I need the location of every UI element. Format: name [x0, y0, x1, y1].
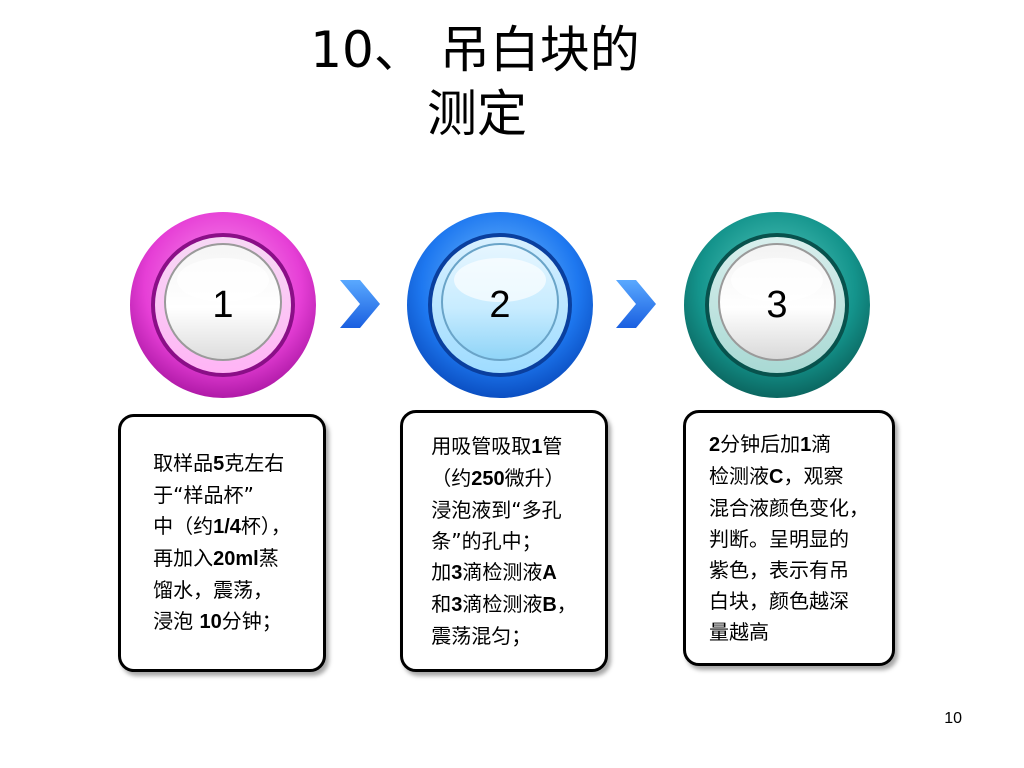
- step-card-3: 2分钟后加1滴检测液C，观察混合液颜色变化，判断。呈明显的紫色，表示有吊白块，颜…: [683, 410, 895, 666]
- step-ring-icon: [684, 212, 870, 398]
- step-card-text-run: B: [542, 593, 557, 616]
- step-card-line: 白块，颜色越深: [709, 586, 869, 617]
- step-number: 3: [766, 284, 788, 326]
- step-card-text-run: （约: [431, 465, 472, 490]
- step-card-line: 再加入20ml蒸: [153, 543, 291, 575]
- step-number: 2: [489, 284, 511, 326]
- step-card-text-run: 分钟后加: [720, 431, 801, 456]
- chevron-right-icon: [612, 276, 660, 332]
- step-card-text-run: 5: [213, 453, 225, 475]
- step-card-text-run: 用吸管吸取: [431, 433, 532, 458]
- step-card-text-run: 混合液颜色变化，: [709, 495, 869, 520]
- step-card-text-run: 滴检测液: [462, 559, 543, 584]
- step-card-text-run: 滴: [811, 431, 832, 456]
- step-card-text-run: 1: [800, 433, 812, 456]
- step-card-text-run: 浸泡液到“多孔: [431, 497, 562, 522]
- step-card-text-run: 20ml: [213, 548, 259, 570]
- step-card-text-run: ，观察: [783, 463, 844, 488]
- step-card-line: 用吸管吸取1管: [431, 431, 577, 463]
- step-ring-icon: [130, 212, 316, 398]
- step-card-text-run: 白块，颜色越深: [709, 588, 849, 613]
- page-number: 10: [944, 710, 962, 727]
- step-card-text-run: 浸泡: [153, 609, 200, 633]
- step-card-text-run: 10: [199, 611, 222, 633]
- step-card-line: 于“样品杯”: [153, 480, 291, 511]
- step-card-text-run: 检测液: [709, 463, 769, 488]
- step-number: 1: [212, 284, 234, 326]
- step-card-text-run: 3: [451, 561, 463, 584]
- step-card-text-run: A: [542, 561, 557, 584]
- step-card-1: 取样品5克左右 于“样品杯”中（约1/4杯），再加入20ml蒸 馏水，震荡，浸泡…: [118, 414, 326, 672]
- step-card-text-run: 250: [471, 467, 505, 490]
- step-card-text-run: 杯），: [240, 514, 291, 538]
- step-card-line: 2分钟后加1滴: [709, 429, 869, 461]
- step-card-line: 混合液颜色变化，: [709, 493, 869, 524]
- step-card-text-run: C: [769, 465, 784, 488]
- step-card-text-run: 1/4: [213, 516, 241, 538]
- step-card-text-run: 条”的孔中；: [431, 528, 542, 553]
- step-ring-icon: [407, 212, 593, 398]
- step-card-text-run: 分钟；: [221, 609, 282, 633]
- slide-title-line-2: 测定: [427, 85, 527, 143]
- step-card-text-run: 蒸: [258, 546, 279, 570]
- step-card-line: 条”的孔中；: [431, 526, 577, 557]
- step-card-text-run: ，: [556, 591, 577, 616]
- step-card-line: 判断。呈明显的: [709, 524, 869, 555]
- step-card-text-run: 3: [451, 593, 463, 616]
- step-circle-2: 2: [405, 210, 595, 400]
- step-card-line: 震荡混匀；: [431, 621, 577, 652]
- step-card-line: 馏水，震荡，: [153, 575, 291, 606]
- step-circle-3: 3: [682, 210, 872, 400]
- step-card-line: 量越高: [709, 617, 869, 648]
- chevron-right-icon: [336, 276, 384, 332]
- step-card-text-run: 震荡混匀；: [431, 623, 532, 648]
- step-card-line: 浸泡液到“多孔: [431, 495, 577, 526]
- step-card-text-run: 管: [542, 433, 563, 458]
- step-card-text-run: 加: [431, 559, 452, 584]
- step-card-line: 浸泡 10分钟；: [153, 606, 291, 638]
- step-card-text: 取样品5克左右 于“样品杯”中（约1/4杯），再加入20ml蒸 馏水，震荡，浸泡…: [153, 448, 291, 638]
- step-card-line: 中（约1/4杯），: [153, 511, 291, 543]
- step-card-text-run: 克左右: [224, 451, 285, 475]
- step-circle-1: 1: [128, 210, 318, 400]
- step-card-text-run: 取样品: [153, 451, 214, 475]
- step-card-line: 紫色，表示有吊: [709, 555, 869, 586]
- step-card-text-run: 1: [531, 435, 543, 458]
- step-card-line: 取样品5克左右: [153, 448, 291, 480]
- step-card-text-run: 紫色，表示有吊: [709, 557, 849, 582]
- step-card-text-run: 量越高: [709, 619, 769, 644]
- step-card-line: 和3滴检测液B，: [431, 589, 577, 621]
- step-card-text: 2分钟后加1滴检测液C，观察混合液颜色变化，判断。呈明显的紫色，表示有吊白块，颜…: [709, 429, 869, 648]
- step-card-text-run: 于“样品杯”: [153, 483, 254, 507]
- slide-title-line-1: 10、 吊白块的: [310, 21, 640, 79]
- step-card-line: 检测液C，观察: [709, 461, 869, 493]
- step-card-text-run: 再加入: [153, 546, 214, 570]
- step-card-text-run: 中（约: [153, 514, 214, 538]
- step-card-text-run: 馏水，震荡，: [153, 578, 274, 602]
- step-card-text-run: 判断。呈明显的: [709, 526, 849, 551]
- step-card-text-run: 2: [709, 433, 721, 456]
- step-card-line: （约250微升）: [431, 463, 577, 495]
- slide-title: 10、 吊白块的 测定: [0, 18, 950, 146]
- step-card-text-run: 和: [431, 591, 452, 616]
- step-card-text-run: 滴检测液: [462, 591, 543, 616]
- step-card-line: 加3滴检测液A: [431, 557, 577, 589]
- step-card-text-run: 微升）: [504, 465, 565, 490]
